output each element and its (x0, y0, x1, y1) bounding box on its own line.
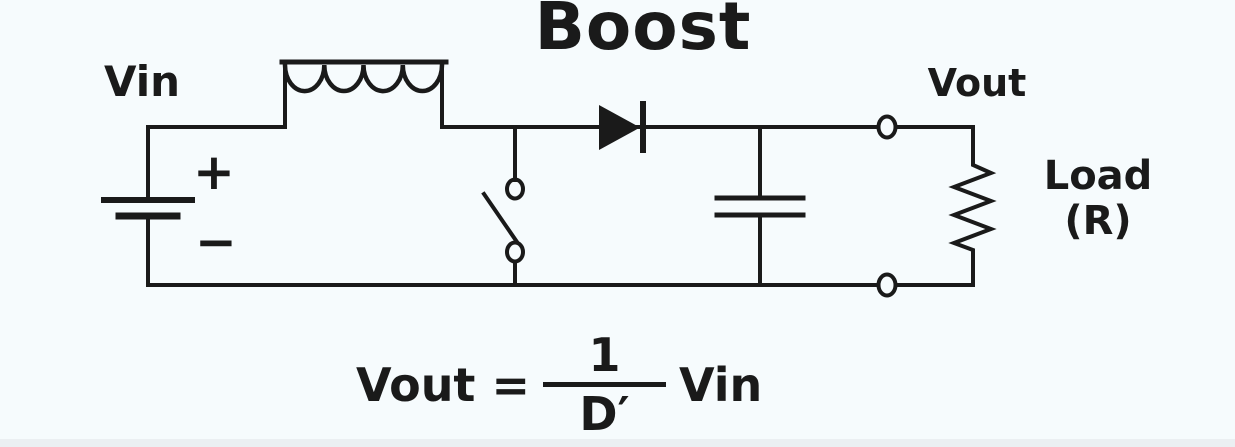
output-terminal-top-icon (876, 114, 898, 140)
conversion-formula: Vout = 1 D′ Vin (356, 331, 762, 438)
diode-icon (599, 101, 646, 153)
formula-lhs: Vout = (356, 357, 530, 412)
formula-fraction: 1 D′ (542, 328, 666, 441)
capacitor-icon (714, 125, 806, 287)
load-label: Load (R) (1028, 154, 1168, 244)
fraction-bar (542, 382, 666, 387)
bottom-artifact-band (0, 439, 1235, 447)
inductor-icon (279, 59, 449, 129)
resistor-icon (948, 160, 997, 287)
page-title: Boost (534, 0, 752, 65)
load-label-line1: Load (1043, 153, 1153, 199)
battery-icon (101, 197, 195, 287)
switch-icon (481, 125, 525, 287)
vin-label: Vin (103, 57, 181, 106)
formula-numerator: 1 (588, 328, 621, 382)
load-label-line2: (R) (1064, 198, 1132, 244)
formula-rhs: Vin (678, 357, 763, 412)
output-terminal-bottom-icon (876, 272, 898, 298)
formula-denominator: D′ (579, 387, 630, 441)
vout-label: Vout (927, 61, 1027, 105)
wire-input-top (146, 125, 287, 200)
battery-plus-label: + (193, 143, 235, 201)
battery-minus-label: − (195, 213, 237, 271)
